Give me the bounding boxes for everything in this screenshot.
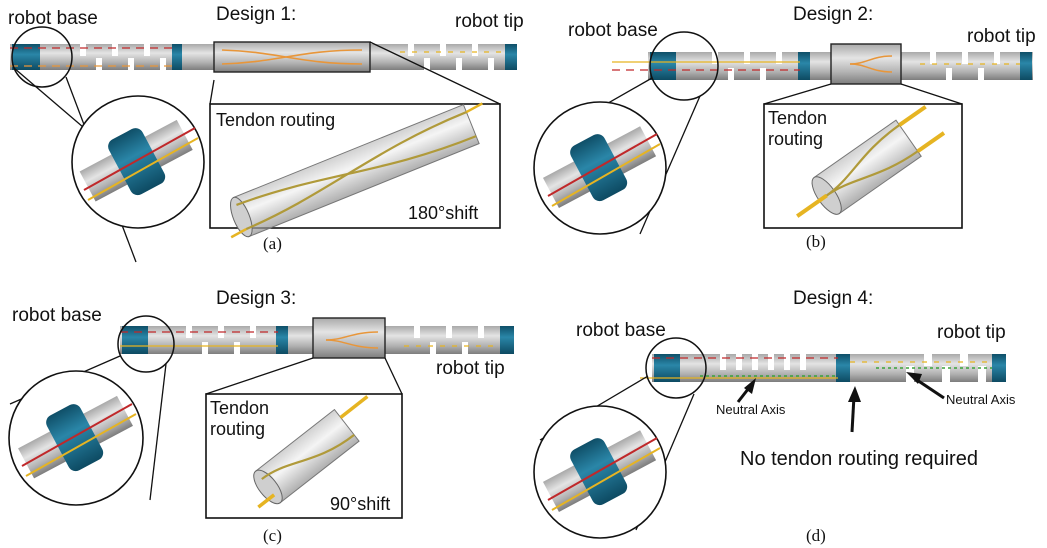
zoom-circle-small <box>11 26 73 88</box>
shift-label: 180°shift <box>408 203 478 223</box>
panel-a: robot base Design 1: robot tip <box>8 4 524 263</box>
tendon-routing-inset: Tendon routing <box>763 103 963 229</box>
notch-segment <box>414 326 484 354</box>
design-title: Design 2: <box>793 4 873 25</box>
robot-tube <box>10 41 517 73</box>
base-zoom-view <box>8 370 144 506</box>
design-title: Design 3: <box>216 288 296 309</box>
notch-segment <box>80 44 166 70</box>
middle-connector <box>798 52 810 80</box>
notch-segment <box>408 44 494 70</box>
panel-b: robot base Design 2: robot tip <box>533 4 1036 251</box>
panel-caption: (d) <box>806 526 826 545</box>
base-connector <box>650 52 676 80</box>
shift-label: 90°shift <box>330 494 390 514</box>
inset-title-line1: Tendon <box>768 108 827 128</box>
robot-tube <box>612 43 1033 85</box>
inset-title-line2: routing <box>768 129 823 149</box>
robot-tube <box>640 354 1006 382</box>
robot-base-label: robot base <box>8 8 98 29</box>
inset-title: Tendon routing <box>216 110 335 130</box>
robot-tip-label: robot tip <box>436 358 505 379</box>
design-title: Design 1: <box>216 4 296 25</box>
annotation-arrows <box>736 372 945 433</box>
middle-connector <box>172 44 182 70</box>
panel-d: robot base Design 4: robot tip <box>533 288 1016 545</box>
neutral-axis-label-right: Neutral Axis <box>946 392 1016 407</box>
zoom-circle-small <box>645 337 707 399</box>
no-routing-note: No tendon routing required <box>740 448 978 470</box>
tendon-routing-inset: Tendon routing 90°shift <box>205 393 403 519</box>
inset-title-line1: Tendon <box>210 398 269 418</box>
notch-segment <box>712 52 782 80</box>
panel-caption: (b) <box>806 232 826 251</box>
tip-connector <box>500 326 514 354</box>
inset-title-line2: routing <box>210 419 265 439</box>
middle-connector <box>836 354 850 382</box>
panel-caption: (a) <box>263 234 282 253</box>
tip-connector <box>505 44 517 70</box>
robot-tube <box>120 317 514 359</box>
robot-base-label: robot base <box>12 305 102 326</box>
panel-c: robot base Design 3: robot tip <box>8 288 514 545</box>
base-connector <box>122 326 148 354</box>
notch-segment <box>930 52 1000 80</box>
design-title: Design 4: <box>793 288 873 309</box>
robot-tip-label: robot tip <box>937 322 1006 343</box>
base-zoom-view <box>71 95 205 229</box>
tendon-routing-inset: Tendon routing 180°shift <box>209 102 501 239</box>
base-zoom-view <box>533 101 667 235</box>
tip-connector <box>1020 52 1032 80</box>
base-zoom-view <box>533 405 667 539</box>
zoom-circle-small <box>649 31 719 101</box>
notch-segment <box>720 354 806 370</box>
robot-tip-label: robot tip <box>455 11 524 32</box>
neutral-axis-label-left: Neutral Axis <box>716 402 786 417</box>
base-connector <box>654 354 680 382</box>
middle-connector <box>276 326 288 354</box>
robot-base-label: robot base <box>576 320 666 341</box>
robot-base-label: robot base <box>568 20 658 41</box>
robot-tip-label: robot tip <box>967 26 1036 47</box>
zoom-circle-small <box>117 315 175 373</box>
panel-caption: (c) <box>263 526 282 545</box>
tip-connector <box>992 354 1006 382</box>
